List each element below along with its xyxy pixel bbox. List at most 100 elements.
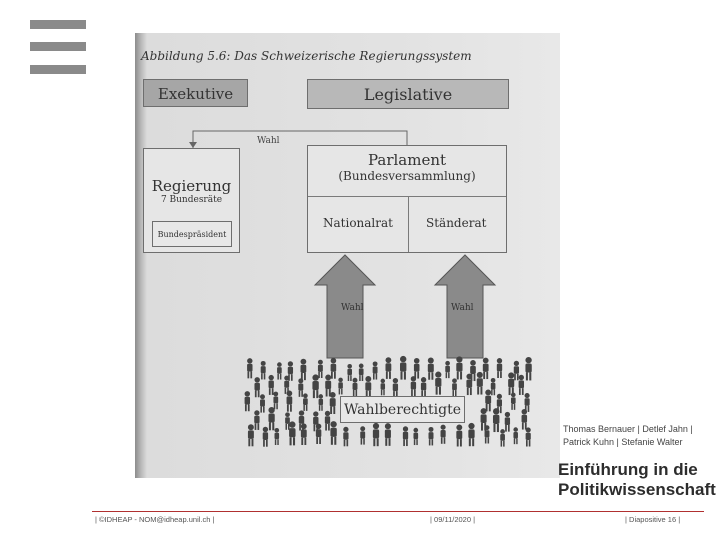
voter-figure bbox=[510, 392, 516, 410]
book-title-line: Einführung in die bbox=[558, 460, 698, 479]
voter-figure bbox=[525, 356, 532, 381]
chamber-divider bbox=[408, 196, 409, 252]
government-title: Regierung bbox=[151, 177, 232, 195]
voter-figure bbox=[260, 360, 266, 380]
voter-figure bbox=[492, 408, 500, 433]
voter-figure bbox=[317, 359, 323, 378]
voter-figure bbox=[500, 429, 505, 447]
footer-divider bbox=[92, 511, 704, 512]
voter-figure bbox=[273, 391, 279, 410]
voter-figure bbox=[303, 393, 308, 411]
book-title-line: Politikwissenschaft bbox=[558, 480, 716, 499]
voter-figure bbox=[318, 394, 324, 411]
voter-figure bbox=[456, 356, 463, 380]
voter-figure bbox=[490, 377, 496, 396]
footer-date: | 09/11/2020 | bbox=[430, 515, 476, 524]
voter-figure bbox=[513, 360, 520, 381]
voter-figure bbox=[260, 394, 265, 413]
voter-figure bbox=[338, 377, 343, 395]
voter-figure bbox=[518, 374, 525, 395]
voter-figure bbox=[325, 374, 332, 397]
voter-figure bbox=[410, 376, 417, 397]
voter-figure bbox=[428, 426, 434, 446]
voter-figure bbox=[352, 377, 358, 397]
president-box: Bundespräsident bbox=[152, 221, 232, 247]
election-arrows bbox=[313, 254, 497, 359]
government-subtitle: 7 Bundesräte bbox=[160, 195, 223, 205]
voter-figure bbox=[254, 377, 260, 398]
voters-label: Wahlberechtigte bbox=[343, 402, 462, 418]
legislative-label: Legislative bbox=[363, 85, 453, 104]
voter-figure bbox=[456, 424, 463, 447]
footer-slide-number: | Diapositive 16 | bbox=[625, 515, 681, 524]
chamber-national: Nationalrat bbox=[323, 216, 393, 230]
voter-figure bbox=[468, 422, 475, 447]
voter-figure bbox=[402, 426, 409, 447]
voter-figure bbox=[504, 411, 511, 432]
voter-figure bbox=[476, 371, 483, 395]
authors-line: Patrick Kuhn | Stefanie Walter bbox=[563, 437, 683, 447]
book-authors: Thomas Bernauer | Detlef Jahn | Patrick … bbox=[563, 423, 693, 449]
voter-figure bbox=[262, 426, 269, 447]
voter-figure bbox=[508, 372, 515, 396]
voter-figure bbox=[358, 363, 364, 381]
voter-figure bbox=[372, 361, 378, 380]
arrow-states bbox=[433, 254, 497, 359]
voter-figure bbox=[343, 426, 349, 447]
authors-line: Thomas Bernauer | Detlef Jahn | bbox=[563, 424, 693, 434]
menu-icon[interactable] bbox=[30, 20, 86, 76]
voter-figure bbox=[413, 427, 419, 446]
voter-figure bbox=[392, 377, 399, 398]
parliament-box: Parlament (Bundesversammlung) Nationalra… bbox=[307, 145, 507, 253]
voter-figure bbox=[380, 378, 386, 396]
voter-figure bbox=[300, 358, 307, 381]
executive-label: Exekutive bbox=[157, 85, 234, 103]
voter-figure bbox=[400, 355, 407, 380]
voter-figure bbox=[413, 357, 420, 379]
voter-figure bbox=[312, 374, 319, 399]
menu-bar bbox=[30, 42, 86, 51]
book-title: Einführung in die Politikwissenschaft bbox=[558, 460, 716, 500]
voter-figure bbox=[525, 427, 531, 447]
voters-box: Wahlberechtigte bbox=[340, 396, 465, 423]
voter-figure bbox=[324, 410, 331, 431]
voter-figure bbox=[285, 412, 290, 430]
voter-figure bbox=[298, 378, 304, 397]
voter-figure bbox=[277, 362, 282, 380]
voter-figure bbox=[372, 422, 380, 447]
voter-figure bbox=[315, 423, 322, 444]
arrow-label: Wahl bbox=[341, 303, 364, 313]
voter-figure bbox=[329, 391, 336, 414]
voter-figure bbox=[521, 408, 528, 430]
voter-figure bbox=[427, 357, 434, 380]
voter-figure bbox=[466, 373, 473, 396]
voter-figure bbox=[360, 426, 366, 445]
voter-figure bbox=[484, 425, 490, 444]
voter-figure bbox=[496, 358, 503, 378]
executive-box: Exekutive bbox=[143, 79, 248, 107]
voter-figure bbox=[452, 378, 457, 397]
scanned-figure: Abbildung 5.6: Das Schweizerische Regier… bbox=[135, 33, 560, 478]
parliament-title: Parlament bbox=[367, 151, 447, 169]
parliament-subtitle: (Bundesversammlung) bbox=[338, 169, 476, 183]
election-connector bbox=[189, 130, 408, 148]
voter-figure bbox=[244, 391, 251, 412]
election-label-top: Wahl bbox=[257, 136, 280, 146]
voter-figure bbox=[247, 358, 253, 379]
legislative-box: Legislative bbox=[307, 79, 509, 109]
voter-figure bbox=[435, 371, 442, 395]
voter-figure bbox=[330, 421, 337, 445]
voter-figure bbox=[254, 410, 260, 430]
voter-figure bbox=[385, 357, 392, 379]
footer-copyright: | ©IDHEAP - NOM@idheap.unil.ch | bbox=[95, 515, 215, 524]
voter-figure bbox=[445, 360, 450, 379]
chamber-divider bbox=[308, 196, 506, 197]
chamber-states: Ständerat bbox=[426, 216, 487, 230]
voter-figure bbox=[286, 390, 293, 412]
voter-figure bbox=[247, 424, 254, 447]
arrow-label: Wahl bbox=[451, 303, 474, 313]
arrow-national bbox=[313, 254, 377, 359]
voter-figure bbox=[482, 357, 489, 380]
menu-bar bbox=[30, 65, 86, 74]
voter-figure bbox=[440, 424, 446, 444]
